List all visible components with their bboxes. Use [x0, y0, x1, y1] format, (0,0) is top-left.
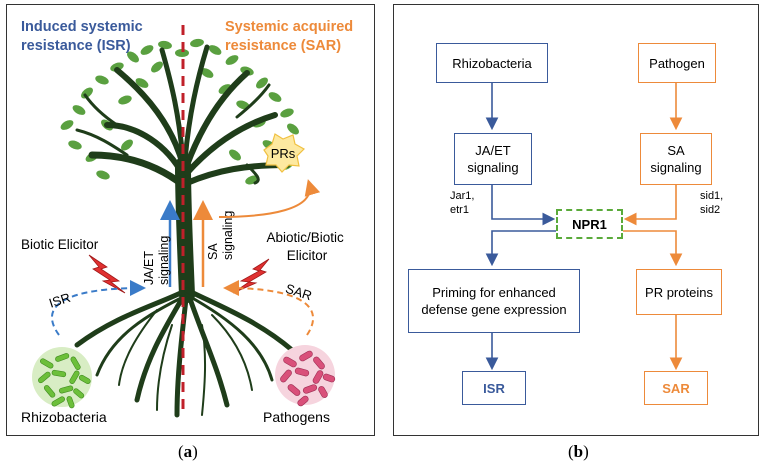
pr-proteins-box: PR proteins	[636, 269, 722, 315]
arrow-jaet-to-npr1	[491, 185, 556, 226]
sar-box: SAR	[644, 371, 708, 405]
sa-signaling-box: SA signaling	[640, 133, 712, 185]
sa-to-prs-arrow	[218, 179, 321, 218]
rhizobacteria-cluster-icon	[32, 347, 92, 409]
panel-b: Rhizobacteria Pathogen JA/ET signaling S…	[393, 4, 759, 436]
biotic-lightning-icon	[88, 254, 126, 294]
ja-et-signaling-label: JA/ET signaling	[142, 236, 171, 285]
sar-title: Systemic acquired resistance (SAR)	[225, 19, 357, 54]
isr-title: Induced systemic resistance (ISR)	[21, 19, 147, 54]
arrow-npr1-to-priming	[485, 230, 556, 267]
rhizobacteria-box: Rhizobacteria	[436, 43, 548, 83]
caption-b: (b)	[568, 442, 589, 461]
rhizobacteria-label: Rhizobacteria	[21, 409, 107, 425]
caption-a: (a)	[178, 442, 198, 461]
npr1-box: NPR1	[556, 209, 623, 239]
prs-burst	[263, 133, 305, 173]
ja-et-signaling-box: JA/ET signaling	[454, 133, 532, 185]
sar-dashed-arrow	[223, 280, 314, 336]
sar-label: SAR	[284, 281, 314, 304]
sid1-sid2-label: sid1, sid2	[700, 190, 724, 216]
biotic-elicitor-label: Biotic Elicitor	[21, 237, 99, 252]
sa-signaling-label: SA signaling	[206, 211, 235, 260]
pathogens-cluster-icon	[275, 345, 336, 407]
prs-label: PRs	[271, 146, 296, 161]
panel-a: Induced systemic resistance (ISR) System…	[6, 4, 375, 436]
isr-label: ISR	[47, 290, 72, 311]
pathogens-label: Pathogens	[263, 409, 330, 425]
pathogen-box: Pathogen	[638, 43, 716, 83]
flowchart-connectors	[485, 83, 683, 371]
isr-box: ISR	[462, 371, 526, 405]
priming-box: Priming for enhanced defense gene expres…	[408, 269, 580, 333]
isr-dashed-arrow	[50, 280, 146, 336]
tree-roots	[74, 287, 295, 418]
arrow-npr1-to-pr	[623, 230, 683, 267]
jar1-etr1-label: Jar1, etr1	[450, 190, 475, 216]
plant-defense-illustration: Induced systemic resistance (ISR) System…	[21, 19, 357, 425]
abiotic-elicitor-label: Abiotic/Biotic Elicitor	[266, 230, 347, 263]
arrow-sa-to-npr1	[623, 185, 677, 226]
